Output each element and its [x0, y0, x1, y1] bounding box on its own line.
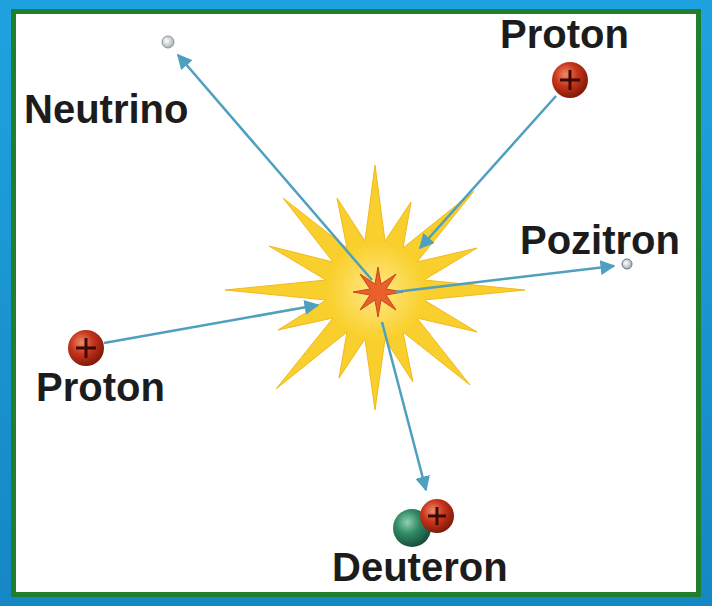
neutrino-arrow [178, 55, 372, 280]
particle-label: Deuteron [332, 547, 508, 587]
positron-arrow [395, 266, 614, 292]
explosion-burst [225, 165, 525, 410]
positron-particle [622, 259, 632, 269]
particle-label: Proton [500, 14, 629, 54]
particle-label: Pozitron [520, 220, 680, 260]
particle-label: Neutrino [24, 89, 188, 129]
neutrino-particle [162, 36, 174, 48]
deuteron-particle [393, 499, 454, 547]
proton-arrow [104, 305, 318, 343]
proton-particle [552, 62, 588, 98]
proton-particle [68, 330, 104, 366]
particle-label: Proton [36, 367, 165, 407]
deuteron-arrow [382, 322, 426, 490]
